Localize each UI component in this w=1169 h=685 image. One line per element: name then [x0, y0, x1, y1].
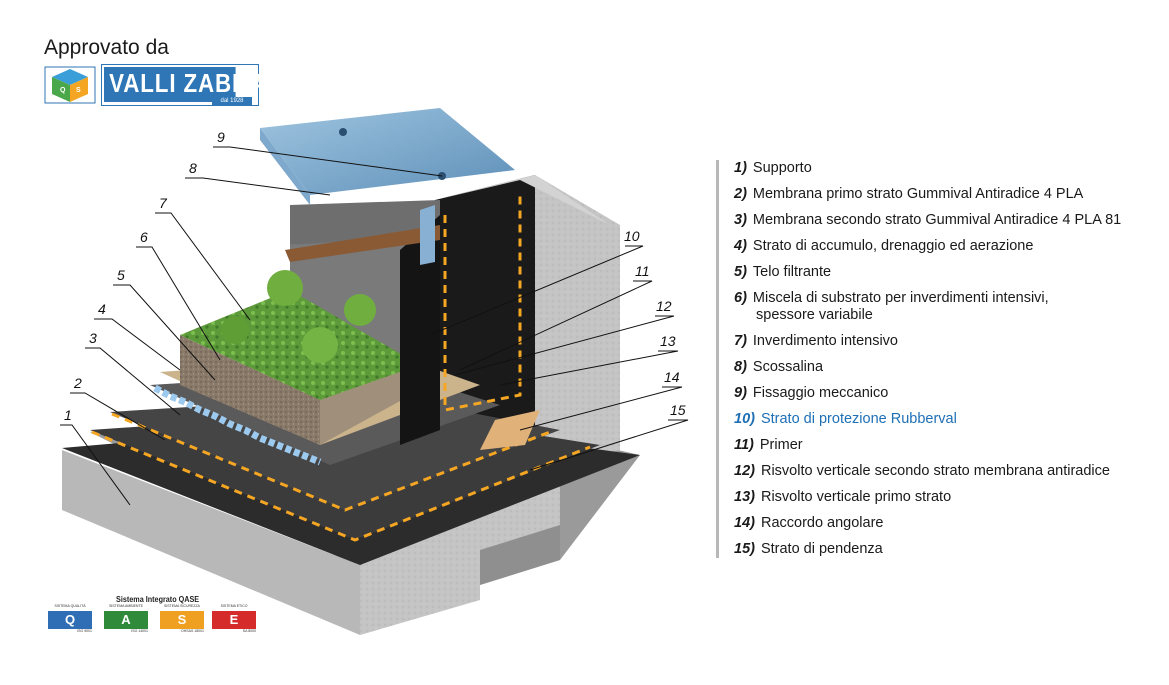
layer-substrate-front — [180, 335, 320, 445]
fastener-1 — [339, 128, 347, 136]
callout-15: 15 — [670, 402, 686, 418]
callout-2: 2 — [73, 375, 82, 391]
support-slab-side — [360, 475, 560, 635]
callout-11: 11 — [635, 263, 650, 279]
callout-12: 12 — [656, 298, 672, 314]
callout-6: 6 — [140, 229, 148, 245]
callout-9: 9 — [217, 129, 225, 145]
legend-item: 14)Raccordo angolare — [734, 515, 884, 531]
green-roof-diagram: 1 2 3 4 5 6 7 8 9 10 11 12 13 14 15 — [60, 108, 689, 635]
legend-item: 8)Scossalina — [734, 359, 824, 375]
svg-text:S: S — [76, 87, 81, 94]
flashing-drip — [420, 205, 435, 265]
upstand-black — [400, 215, 440, 445]
legend-item: 9)Fissaggio meccanico — [734, 385, 889, 401]
callout-13: 13 — [660, 333, 676, 349]
shrub-1 — [267, 270, 303, 306]
legend-item: 6)Miscela di substrato per inverdimenti … — [734, 290, 1049, 306]
callout-5: 5 — [117, 267, 125, 283]
valli-zabban-cube-icon: Q S — [44, 66, 96, 104]
callout-3: 3 — [89, 330, 97, 346]
callout-1: 1 — [64, 407, 72, 423]
beam-underside — [480, 525, 560, 585]
shrub-4 — [302, 327, 338, 363]
callout-14: 14 — [664, 369, 680, 385]
drainage-cups — [153, 384, 322, 466]
membrane-dash-2 — [111, 412, 551, 512]
legend-item: 15)Strato di pendenza — [734, 541, 883, 557]
cert-ethics-badge: SISTEMA ETICO E SA 8000 — [212, 604, 256, 633]
parapet-wall-side — [535, 175, 620, 470]
brown-upstand — [285, 225, 440, 262]
support-slab-front — [62, 450, 360, 635]
approved-by-text: Approvato da — [44, 36, 169, 59]
legend-item: 4)Strato di accumulo, drenaggio ed aeraz… — [734, 238, 1034, 254]
logo-since: dal 1928 — [212, 97, 252, 106]
callout-8: 8 — [189, 160, 197, 176]
cert-safety-badge: SISTEMA SICUREZZA S OHSAS 18001 — [160, 604, 204, 633]
cert-environment-badge: SISTEMA AMBIENTE A ISO 14001 — [104, 604, 148, 633]
legend-item: 2)Membrana primo strato Gummival Antirad… — [734, 186, 1084, 202]
legend-item: 12)Risvolto verticale secondo strato mem… — [734, 463, 1110, 479]
callout-7: 7 — [159, 195, 168, 211]
legend-item-highlight: 10)Strato di protezione Rubberval — [734, 411, 957, 427]
certification-title: Sistema Integrato QASE — [116, 594, 200, 604]
flashing-top — [260, 108, 515, 195]
legend-item: 13)Risvolto verticale primo strato — [734, 489, 952, 505]
callout-10: 10 — [624, 228, 640, 244]
shrub-3 — [221, 316, 249, 344]
shrub-2 — [344, 294, 376, 326]
membrane-dash-1 — [91, 430, 591, 542]
corner-fillet — [480, 410, 540, 450]
legend-item: 5)Telo filtrante — [734, 264, 832, 280]
legend: 1)Supporto 2)Membrana primo strato Gummi… — [716, 160, 1169, 558]
cert-quality-badge: SISTEMA QUALITÀ Q ISO 9001 — [48, 604, 92, 633]
legend-item: 11)Primer — [734, 437, 803, 453]
callout-4: 4 — [98, 301, 106, 317]
svg-text:Q: Q — [60, 87, 66, 94]
layer-substrate-side — [320, 365, 420, 445]
legend-item-continuation: spessore variabile — [756, 307, 873, 323]
logo-frame — [101, 64, 259, 106]
legend-item: 7)Inverdimento intensivo — [734, 333, 898, 349]
legend-item: 1)Supporto — [734, 160, 812, 176]
legend-item: 3)Membrana secondo strato Gummival Antir… — [734, 212, 1122, 228]
upstand-dash — [443, 195, 522, 412]
flashing-face — [260, 128, 310, 205]
